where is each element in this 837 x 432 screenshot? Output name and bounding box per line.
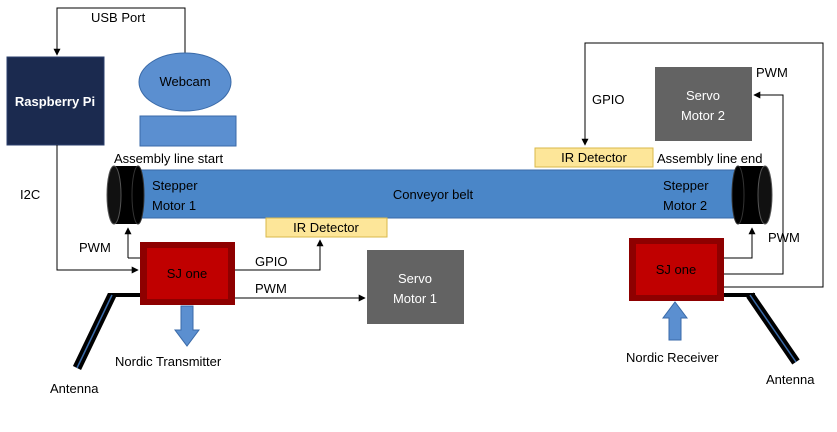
webcam-base <box>139 115 237 147</box>
sj-one-left-face <box>147 248 228 299</box>
ir-detector-bottom <box>265 217 388 238</box>
raspberry-pi-box <box>6 56 105 146</box>
raspberry-pi-label: Raspberry Pi <box>15 94 95 109</box>
antenna-right-highlight <box>749 294 797 363</box>
i2c-connector <box>56 145 139 274</box>
gpio-top-label: GPIO <box>592 92 625 107</box>
nordic-transmitter-label: Nordic Transmitter <box>115 354 222 369</box>
stepper-motor-1-label-line2: Motor 1 <box>152 198 196 213</box>
stepper-motor-2-end <box>757 165 773 225</box>
servo-motor-1-label-line1: Servo <box>398 271 432 286</box>
servo-motor-2-label-line1: Servo <box>686 88 720 103</box>
pwm-to-stepper-2 <box>724 227 756 259</box>
conveyor-belt <box>123 169 755 219</box>
usb-port-label: USB Port <box>91 10 146 25</box>
gpio-left-connector <box>235 239 324 271</box>
servo-motor-2-label-line2: Motor 2 <box>681 108 725 123</box>
ir-detector-bottom-label: IR Detector <box>293 220 359 235</box>
gpio-left-label: GPIO <box>255 254 288 269</box>
antenna-left-highlight <box>76 294 113 369</box>
stepper-motor-2-face <box>731 165 745 225</box>
pwm-to-servo-2 <box>724 91 784 275</box>
servo-motor-1-box <box>367 250 464 324</box>
nordic-receiver-label: Nordic Receiver <box>626 350 719 365</box>
ir-detector-top <box>534 147 654 168</box>
stepper-motor-1-end <box>106 165 122 225</box>
antenna-right-label: Antenna <box>766 372 815 387</box>
ir-detector-top-label: IR Detector <box>561 150 627 165</box>
pwm-left-label: PWM <box>79 240 111 255</box>
stepper-motor-1-face <box>131 165 145 225</box>
stepper-motor-1-label-line1: Stepper <box>152 178 198 193</box>
stepper-motor-2-label-line1: Stepper <box>663 178 709 193</box>
antenna-left-label: Antenna <box>50 381 99 396</box>
assembly-start-label: Assembly line start <box>114 151 223 166</box>
sj-one-left-label: SJ one <box>167 266 207 281</box>
stepper-motor-2-label-line2: Motor 2 <box>663 198 707 213</box>
nordic-transmitter-arrow <box>174 305 200 347</box>
i2c-label: I2C <box>20 187 40 202</box>
servo-motor-1-label-line2: Motor 1 <box>393 291 437 306</box>
webcam-label: Webcam <box>159 74 210 89</box>
sj-one-right-label: SJ one <box>656 262 696 277</box>
servo-motor-2-box <box>655 67 752 141</box>
pwm-servo-2-label: PWM <box>756 65 788 80</box>
sj-one-right-face <box>636 244 717 295</box>
pwm-to-servo-1-label: PWM <box>255 281 287 296</box>
conveyor-belt-label: Conveyor belt <box>393 187 474 202</box>
usb-connector <box>53 7 186 56</box>
pwm-right-label: PWM <box>768 230 800 245</box>
nordic-receiver-arrow <box>662 301 688 341</box>
gpio-top-connector <box>581 42 824 288</box>
assembly-end-label: Assembly line end <box>657 151 763 166</box>
webcam-lens <box>138 52 232 112</box>
